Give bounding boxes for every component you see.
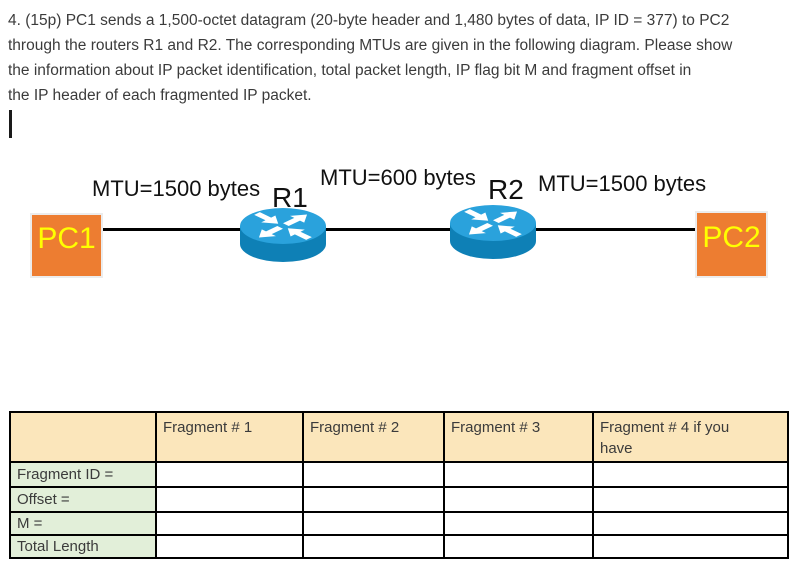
pc2-label: PC2 [702, 220, 761, 254]
table-row-fragment-id: Fragment ID = [9, 461, 789, 488]
mtu-right-label: MTU=1500 bytes [538, 171, 707, 196]
question-line: through the routers R1 and R2. The corre… [8, 37, 733, 54]
mtu-middle-label: MTU=600 bytes [320, 165, 476, 190]
table-row-label: Fragment ID = [9, 461, 157, 488]
table-header-fragment-2: Fragment # 2 [302, 411, 445, 463]
table-header-fragment-1: Fragment # 1 [155, 411, 304, 463]
question-line: the information about IP packet identifi… [8, 62, 692, 79]
table-header-label: Fragment # 2 [310, 419, 400, 436]
answer-cell-id-f3[interactable] [443, 461, 594, 488]
answer-cell-m-f1[interactable] [155, 511, 304, 536]
answer-cell-offset-f1[interactable] [155, 486, 304, 513]
answer-cell-offset-f2[interactable] [302, 486, 445, 513]
r1-label: R1 [272, 182, 308, 213]
answer-cell-len-f4[interactable] [592, 534, 789, 559]
answer-cell-offset-f4[interactable] [592, 486, 789, 513]
table-header-label: Fragment # 3 [451, 419, 541, 436]
r2-label: R2 [488, 174, 524, 205]
table-header-fragment-3: Fragment # 3 [443, 411, 594, 463]
answer-cell-id-f1[interactable] [155, 461, 304, 488]
answer-cell-len-f1[interactable] [155, 534, 304, 559]
question-line: 4. (15p) PC1 sends a 1,500-octet datagra… [8, 12, 730, 29]
table-row-label: Total Length [9, 534, 157, 559]
table-header-row: Fragment # 1 Fragment # 2 Fragment # 3 F… [9, 411, 789, 463]
pc1-box: PC1 [30, 213, 103, 278]
answer-cell-len-f3[interactable] [443, 534, 594, 559]
table-header-corner [9, 411, 157, 463]
table-header-label: Fragment # 4 if you have [600, 419, 730, 457]
answer-cell-id-f2[interactable] [302, 461, 445, 488]
mtu-left-label: MTU=1500 bytes [92, 176, 261, 201]
text-cursor [9, 110, 12, 138]
r2-router-icon [450, 205, 536, 259]
network-link-line [100, 228, 697, 231]
question-line: the IP header of each fragmented IP pack… [8, 87, 312, 104]
pc1-label: PC1 [37, 221, 96, 255]
network-diagram: MTU=1500 bytes R1 MTU=600 bytes R2 MTU=1… [0, 160, 799, 290]
table-row-offset: Offset = [9, 486, 789, 513]
answer-cell-id-f4[interactable] [592, 461, 789, 488]
answer-cell-len-f2[interactable] [302, 534, 445, 559]
table-row-label: M = [9, 511, 157, 536]
table-row-label: Offset = [9, 486, 157, 513]
answer-cell-m-f3[interactable] [443, 511, 594, 536]
answer-cell-offset-f3[interactable] [443, 486, 594, 513]
fragments-table: Fragment # 1 Fragment # 2 Fragment # 3 F… [9, 411, 789, 559]
r1-router-icon [240, 208, 326, 262]
table-header-fragment-4: Fragment # 4 if you have [592, 411, 789, 463]
table-header-label: Fragment # 1 [163, 419, 253, 436]
pc2-box: PC2 [695, 211, 768, 278]
question-text: 4. (15p) PC1 sends a 1,500-octet datagra… [8, 8, 732, 108]
answer-cell-m-f4[interactable] [592, 511, 789, 536]
table-row-total-length: Total Length [9, 534, 789, 559]
table-row-m-flag: M = [9, 511, 789, 536]
answer-cell-m-f2[interactable] [302, 511, 445, 536]
